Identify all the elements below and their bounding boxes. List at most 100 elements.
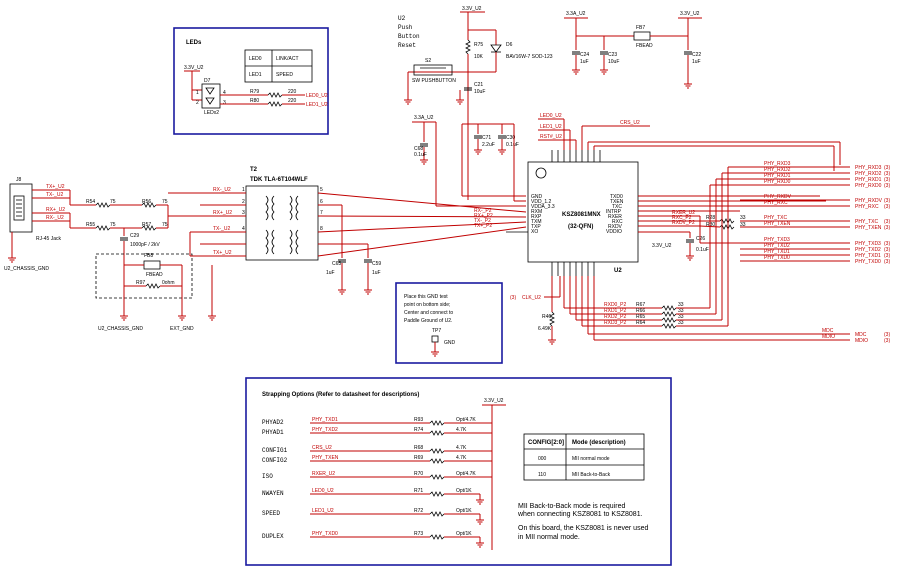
strap-ref-4: R70 [414, 471, 423, 477]
phy-net-1: PHY_RXD2 [764, 167, 791, 173]
strap-name-3: CONFIG2 [262, 457, 288, 464]
vddio-supply: 3.3V_U2 [652, 243, 672, 249]
config-header-0: CONFIG[2:0] [528, 440, 564, 446]
chip-name: KSZ8081MNX [562, 212, 601, 218]
strap-name-4: ISO [262, 473, 273, 480]
strap-row-1: PHYAD1 PHY_TXD2 R74 4.7K [262, 427, 492, 436]
strap-note-1: MII Back-to-Back mode is required [518, 503, 625, 510]
phy-port-9: PHY_TXD2 [855, 247, 881, 253]
chip-ref: U2 [614, 268, 622, 274]
phy-pin-8: (3) [884, 241, 890, 247]
r46-val: 6.49K [538, 326, 552, 332]
chip-body [527, 161, 639, 263]
phy-port-6: PHY_TXC [855, 219, 878, 225]
c30-ref: C30 [506, 135, 515, 141]
gnd-note-3: Center and connect to [404, 310, 453, 316]
optional-ground-box [95, 253, 193, 299]
led-pin4: 4 [223, 90, 226, 96]
fb8-part: FBEAD [146, 272, 163, 278]
c71-ref: C71 [482, 135, 491, 141]
c23-ref: C23 [608, 52, 617, 58]
config-mode-1: MII Back-to-Back [572, 472, 611, 478]
phy-pin-3: (3) [884, 183, 890, 189]
led-title: LEDs [186, 40, 202, 46]
c22-val: 1uF [692, 59, 701, 65]
phy-port-2: PHY_RXD1 [855, 177, 882, 183]
reset-d6-part: BAV16W-7 SOD-123 [506, 54, 553, 60]
phy-net-5: PHY_RXC [764, 200, 788, 206]
xfmr-net-3: TX+_U2 [213, 250, 232, 256]
phy-pin-10: (3) [884, 253, 890, 259]
phy-port-3: PHY_RXD0 [855, 183, 882, 189]
led-table-func-1: SPEED [276, 72, 293, 78]
led-d7-body [201, 83, 221, 109]
strap-title: Strapping Options (Refer to datasheet fo… [262, 392, 419, 398]
jack-ext-gnd: EXT_GND [170, 326, 194, 332]
xfmr-pin-2: 2 [242, 199, 245, 205]
rxd-val-2: 33 [678, 314, 684, 320]
phy-pin-0: (3) [884, 165, 890, 171]
xfmr-net-0: RX-_U2 [213, 187, 231, 193]
led-d7-part: LEDx2 [204, 110, 219, 116]
tp7-gnd: GND [444, 340, 456, 346]
phy-net-4: PHY_RXDV [764, 194, 792, 200]
fb7-bead [633, 31, 651, 41]
phy-port-8: PHY_TXD3 [855, 241, 881, 247]
rxd-net-3: RXD3_P2 [604, 320, 626, 326]
r55-ref: R55 [86, 222, 95, 228]
chip-rx-net-2: TX-_P2 [474, 218, 491, 224]
chip-right-pin-2: TXC [612, 204, 622, 210]
config-table [523, 433, 645, 481]
r30-val: 33 [740, 222, 746, 228]
rxd-val-1: 33 [678, 308, 684, 314]
clk-pin: (3) [510, 295, 516, 301]
c71-val: 2.2uF [482, 142, 495, 148]
c26-ref: C26 [696, 236, 705, 242]
led-r79-ref: R79 [250, 89, 259, 95]
power-supply-a: 3.3A_U2 [566, 11, 586, 17]
phy-net-7: PHY_TXEN [764, 221, 791, 227]
strap-ref-1: R74 [414, 427, 423, 433]
xfmr-pin-4: 4 [242, 226, 245, 232]
r30-ref: R30 [706, 222, 715, 228]
fb7-part: FBEAD [636, 43, 653, 49]
strap-row-4: ISO RXER_U2 R70 Opt/4.7K [262, 471, 492, 480]
xfmr-net-2: TX-_U2 [213, 226, 230, 232]
chip-left-pin-7: XO [531, 229, 538, 235]
strap-row-3: CONFIG2 PHY_TXEN R69 4.7K [262, 455, 492, 464]
bus-mdio-pin: (3) [884, 338, 890, 344]
phy-port-0: PHY_RXD3 [855, 165, 882, 171]
chip-led1-net: LED1_U2 [540, 124, 562, 130]
c59-ref: C59 [372, 261, 381, 267]
phy-net-0: PHY_RXD3 [764, 161, 791, 167]
led-table-func-0: LINK/ACT [276, 56, 299, 62]
rj45-body [9, 183, 33, 233]
r97-ref: R97 [136, 280, 145, 286]
chip-left-pin-0: GND [531, 194, 543, 200]
led-supply-label: 3.3V_U2 [184, 65, 204, 71]
c30-val: 0.1uF [506, 142, 519, 148]
c59-val: 1uF [372, 270, 381, 276]
strap-net-3: PHY_TXEN [312, 455, 339, 461]
chip-right-pin-7: VDDIO [606, 229, 622, 235]
xfmr-body [245, 185, 319, 261]
jack-net-2: RX+_U2 [46, 207, 65, 213]
chip-left-pin-5: TXM [531, 219, 542, 225]
power-section: 3.3A_U2 FB7 FBEAD 3.3V_U2 C22 1uF C24 1u… [412, 11, 702, 207]
strap-val-3: 4.7K [456, 455, 467, 461]
phy-net-9: PHY_TXD2 [764, 243, 790, 249]
strap-name-7: DUPLEX [262, 533, 284, 540]
xfmr-part: TDK TLA-6T104WLF [250, 177, 308, 183]
strap-net-0: PHY_TXD1 [312, 417, 338, 423]
strap-net-2: CRS_U2 [312, 445, 332, 451]
c63-ref: C63 [332, 261, 341, 267]
bus-mdc-port: MDC [855, 332, 867, 338]
strap-note-3: On this board, the KSZ8081 is never used [518, 525, 648, 532]
strap-row-2: CONFIG1 CRS_U2 R68 4.7K [262, 445, 492, 454]
reset-title-3: Button [398, 33, 420, 40]
c68-ref: C68 [414, 146, 423, 152]
r28-val: 33 [740, 215, 746, 221]
led-section: LEDs 3.3V_U2 D7 LEDx2 1 2 4 3 R79 220 R8… [173, 27, 329, 135]
led-pin3: 3 [223, 100, 226, 106]
